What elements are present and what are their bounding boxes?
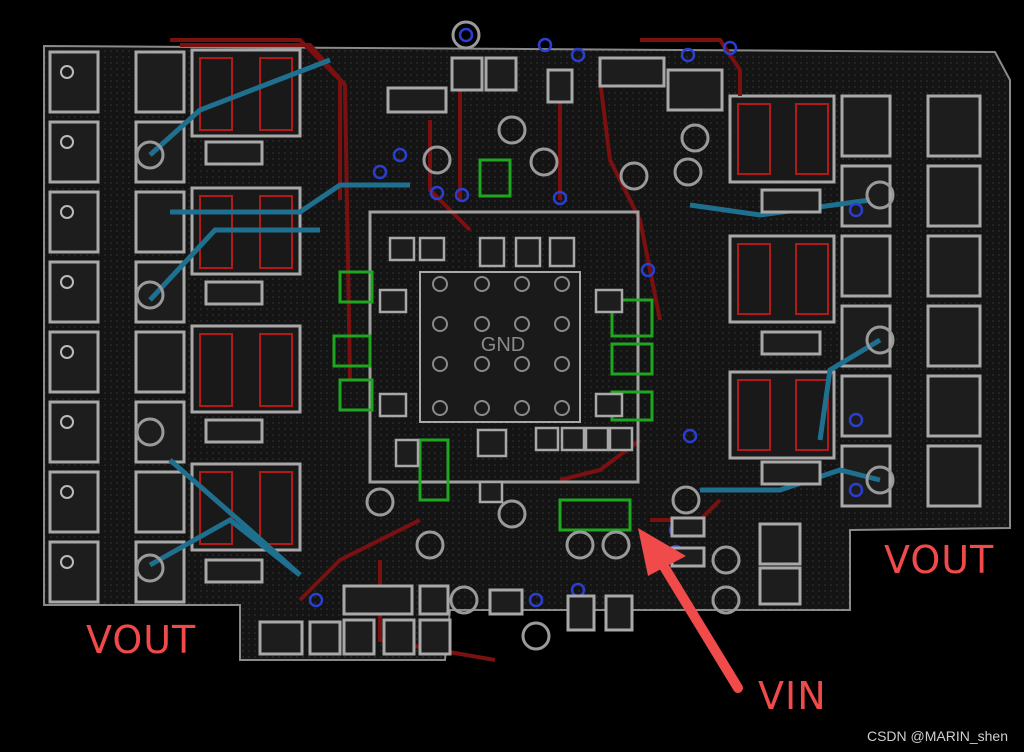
main-ic-thermal-pad (419, 271, 581, 423)
right-pad-column (840, 94, 892, 508)
left-connector-pins (60, 65, 74, 569)
right-power-stage-pads (737, 103, 829, 451)
vin-label: VIN (758, 674, 827, 718)
right-output-connectors (926, 94, 982, 508)
left-output-connectors (48, 50, 100, 604)
left-pad-column (134, 50, 186, 604)
vout-left-label: VOUT (86, 618, 197, 662)
blue-traces (148, 57, 882, 577)
thermal-vias (432, 276, 570, 416)
gray-vias (135, 20, 895, 651)
green-components (332, 158, 654, 532)
vout-right-label: VOUT (884, 538, 995, 582)
right-power-stages (728, 94, 836, 460)
watermark: CSDN @MARIN_shen (866, 728, 1008, 744)
ic-side-pads (378, 236, 634, 504)
vin-arrow (638, 528, 743, 693)
gnd-label: GND (481, 334, 525, 356)
small-passives (204, 56, 822, 656)
